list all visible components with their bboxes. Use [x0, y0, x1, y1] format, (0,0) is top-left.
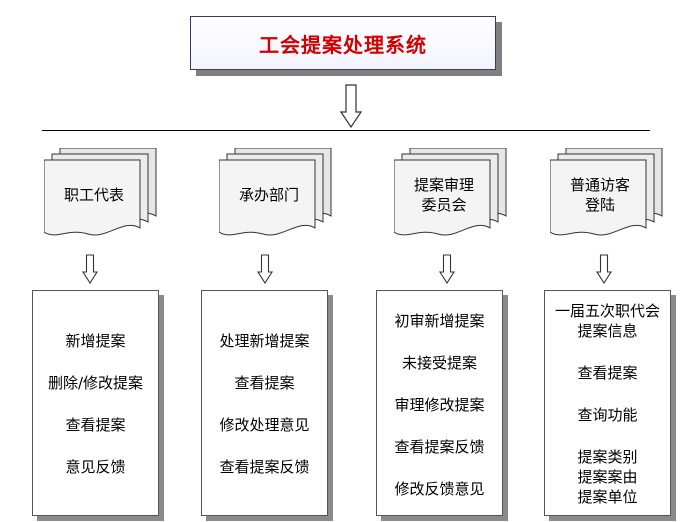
down-arrow-icon [257, 254, 273, 284]
function-item: 查看提案 [65, 416, 126, 434]
function-item: 提案类别 提案案由 提案单位 [577, 448, 638, 506]
function-item: 初审新增提案 [394, 312, 485, 330]
function-item: 删除/修改提案 [47, 374, 144, 392]
function-item: 查看提案 [577, 364, 638, 382]
function-item: 新增提案 [65, 332, 126, 350]
role-label-worker-rep: 职工代表 [63, 186, 124, 204]
document-stack-icon [44, 148, 157, 236]
function-item: 查询功能 [577, 406, 638, 424]
divider-line [42, 130, 650, 131]
function-box-review-committee: 初审新增提案 未接受提案 审理修改提案 查看提案反馈 修改反馈意见 [376, 290, 503, 516]
role-card-visitor: 普通访客 登陆 [550, 148, 674, 248]
function-item: 修改反馈意见 [394, 480, 485, 498]
function-item: 一届五次职代会 提案信息 [554, 302, 660, 340]
down-arrow-icon [439, 254, 455, 284]
function-item: 处理新增提案 [219, 332, 310, 350]
function-item: 意见反馈 [65, 458, 126, 476]
function-item: 查看提案 [234, 374, 295, 392]
document-stack-icon [219, 148, 332, 236]
function-item: 审理修改提案 [394, 396, 485, 414]
function-box-handling-dept: 处理新增提案 查看提案 修改处理意见 查看提案反馈 [201, 290, 328, 516]
role-card-review-committee: 提案审理 委员会 [394, 148, 518, 248]
role-card-worker-rep: 职工代表 [44, 148, 168, 248]
document-stack-icon [394, 148, 507, 236]
system-title: 工会提案处理系统 [259, 32, 427, 57]
down-arrow-icon [82, 254, 98, 284]
title-box: 工会提案处理系统 [190, 16, 496, 70]
down-arrow-icon [596, 254, 612, 284]
document-stack-icon [550, 148, 663, 236]
function-item: 修改处理意见 [219, 416, 310, 434]
role-card-handling-dept: 承办部门 [219, 148, 343, 248]
role-label-review-committee: 提案审理 委员会 [413, 176, 474, 214]
function-box-worker-rep: 新增提案 删除/修改提案 查看提案 意见反馈 [32, 290, 159, 516]
role-label-handling-dept: 承办部门 [238, 186, 299, 204]
function-item: 查看提案反馈 [219, 458, 310, 476]
role-label-visitor: 普通访客 登陆 [569, 176, 630, 214]
function-box-visitor: 一届五次职代会 提案信息 查看提案 查询功能 提案类别 提案案由 提案单位 [544, 290, 671, 516]
function-item: 查看提案反馈 [394, 438, 485, 456]
down-arrow-icon [340, 84, 362, 128]
function-item: 未接受提案 [401, 354, 477, 372]
